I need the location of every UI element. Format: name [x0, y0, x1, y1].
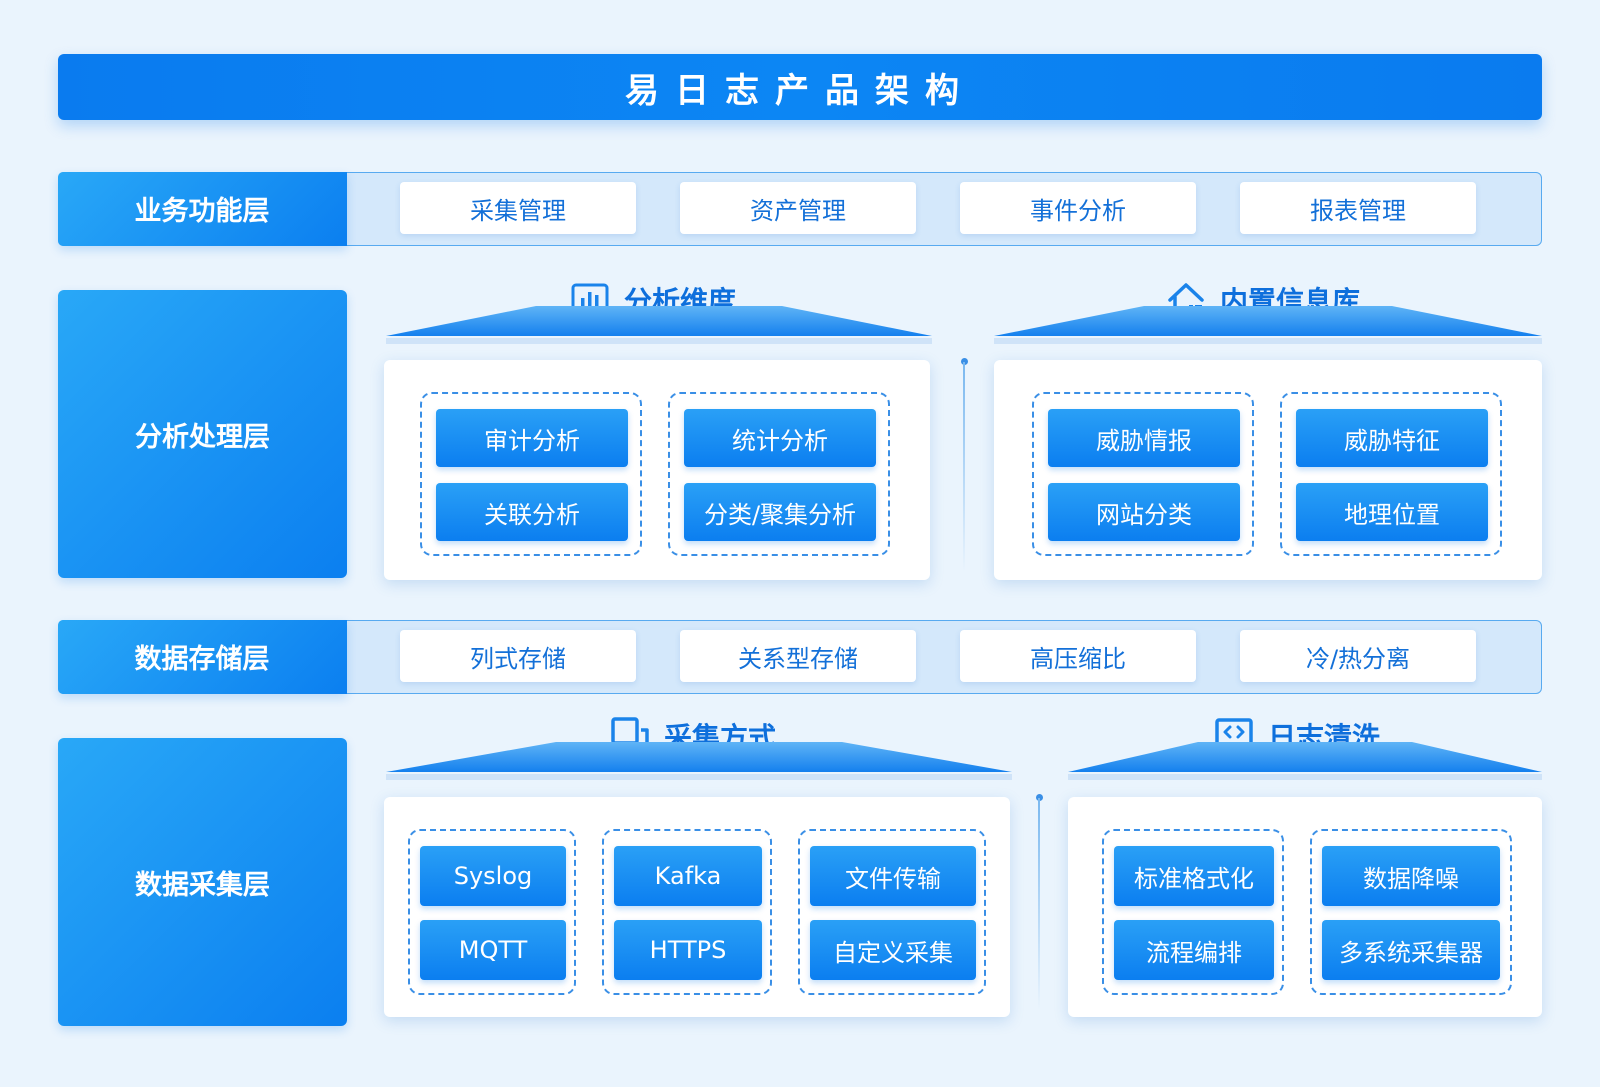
library-item: 地理位置 — [1296, 483, 1488, 541]
collection-item: Syslog — [420, 846, 566, 906]
divider-dot — [1036, 794, 1043, 801]
cleansing-item: 多系统采集器 — [1322, 920, 1500, 980]
business-item: 报表管理 — [1240, 182, 1476, 234]
library-item: 威胁情报 — [1048, 409, 1240, 467]
builtin-library-roof — [994, 306, 1542, 350]
divider-line — [963, 362, 965, 572]
business-item: 采集管理 — [400, 182, 636, 234]
collection-item: MQTT — [420, 920, 566, 980]
collection-item: 文件传输 — [810, 846, 976, 906]
analysis-item: 统计分析 — [684, 409, 876, 467]
cleansing-group: 数据降噪 多系统采集器 — [1310, 829, 1512, 995]
collection-group: Syslog MQTT — [408, 829, 576, 995]
collection-item: 自定义采集 — [810, 920, 976, 980]
business-layer-band: 业务功能层 采集管理 资产管理 事件分析 报表管理 — [57, 171, 1542, 246]
collection-group: Kafka HTTPS — [602, 829, 772, 995]
diagram-title: 易日志产品架构 — [625, 70, 975, 111]
storage-item: 冷/热分离 — [1240, 630, 1476, 682]
library-item: 网站分类 — [1048, 483, 1240, 541]
storage-layer-band: 数据存储层 列式存储 关系型存储 高压缩比 冷/热分离 — [57, 619, 1542, 694]
collection-item: HTTPS — [614, 920, 762, 980]
analysis-group: 审计分析 关联分析 — [420, 392, 642, 556]
log-cleansing-card: 标准格式化 流程编排 数据降噪 多系统采集器 — [1068, 797, 1542, 1017]
analysis-layer-label: 分析处理层 — [58, 290, 347, 578]
storage-item: 列式存储 — [400, 630, 636, 682]
analysis-dimension-roof — [386, 306, 932, 350]
analysis-item: 分类/聚集分析 — [684, 483, 876, 541]
log-cleansing-roof — [1068, 742, 1542, 786]
collection-method-card: Syslog MQTT Kafka HTTPS 文件传输 自定义采集 — [384, 797, 1010, 1017]
builtin-library-card: 威胁情报 网站分类 威胁特征 地理位置 — [994, 360, 1542, 580]
cleansing-item: 标准格式化 — [1114, 846, 1274, 906]
analysis-item: 审计分析 — [436, 409, 628, 467]
business-item: 资产管理 — [680, 182, 916, 234]
collection-layer-label: 数据采集层 — [58, 738, 347, 1026]
cleansing-group: 标准格式化 流程编排 — [1102, 829, 1284, 995]
divider-line — [1038, 798, 1040, 1010]
library-group: 威胁情报 网站分类 — [1032, 392, 1254, 556]
cleansing-item: 数据降噪 — [1322, 846, 1500, 906]
collection-group: 文件传输 自定义采集 — [798, 829, 986, 995]
storage-item: 关系型存储 — [680, 630, 916, 682]
storage-item: 高压缩比 — [960, 630, 1196, 682]
cleansing-item: 流程编排 — [1114, 920, 1274, 980]
divider-dot — [961, 358, 968, 365]
analysis-dimension-card: 审计分析 关联分析 统计分析 分类/聚集分析 — [384, 360, 930, 580]
storage-layer-label: 数据存储层 — [57, 619, 347, 694]
collection-item: Kafka — [614, 846, 762, 906]
diagram-title-bar: 易日志产品架构 — [58, 54, 1542, 120]
collection-method-roof — [386, 742, 1012, 786]
business-item: 事件分析 — [960, 182, 1196, 234]
library-item: 威胁特征 — [1296, 409, 1488, 467]
library-group: 威胁特征 地理位置 — [1280, 392, 1502, 556]
business-layer-label: 业务功能层 — [57, 171, 347, 246]
analysis-group: 统计分析 分类/聚集分析 — [668, 392, 890, 556]
analysis-item: 关联分析 — [436, 483, 628, 541]
